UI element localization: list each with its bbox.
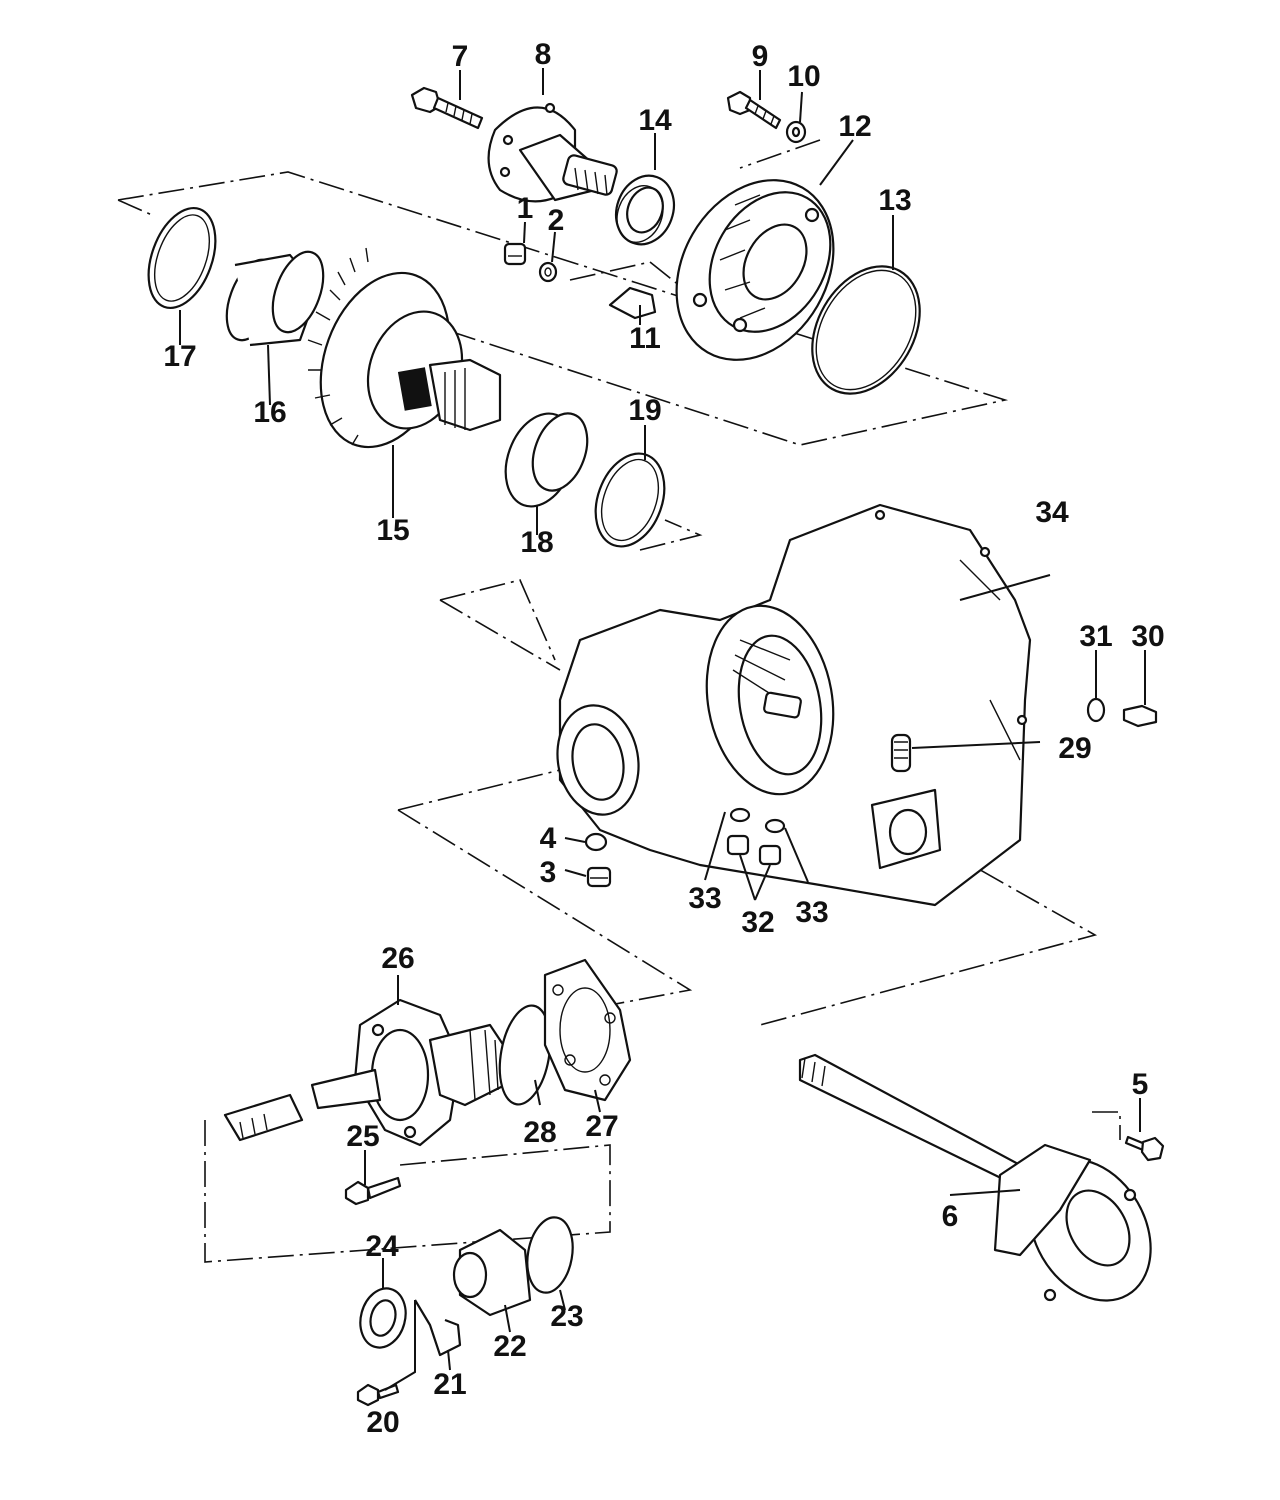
label-8: 8 xyxy=(535,38,552,71)
label-14: 14 xyxy=(638,104,672,137)
part-gasket-27 xyxy=(543,958,632,1102)
label-20: 20 xyxy=(366,1406,399,1439)
part-bracket-11 xyxy=(608,286,657,320)
label-25: 25 xyxy=(346,1120,379,1153)
label-34: 34 xyxy=(1035,496,1069,529)
label-28: 28 xyxy=(523,1116,556,1149)
label-11: 11 xyxy=(629,322,661,355)
part-bolt-5 xyxy=(1124,1135,1165,1162)
label-32: 32 xyxy=(741,906,774,939)
label-16: 16 xyxy=(253,396,286,429)
label-3: 3 xyxy=(540,856,557,889)
label-24: 24 xyxy=(365,1230,399,1263)
part-ring-gear-15 xyxy=(307,247,502,449)
label-10: 10 xyxy=(787,60,820,93)
label-30: 30 xyxy=(1131,620,1164,653)
part-breather-29 xyxy=(890,733,912,773)
label-12: 12 xyxy=(838,110,871,143)
part-plug-3 xyxy=(586,866,612,888)
part-bearing-cup-18 xyxy=(504,412,589,508)
label-2: 2 xyxy=(548,204,565,237)
part-housing-34 xyxy=(556,503,1032,907)
part-washer-4 xyxy=(584,832,608,852)
part-washer-33b xyxy=(764,818,786,834)
label-23: 23 xyxy=(550,1300,583,1333)
label-26: 26 xyxy=(381,942,414,975)
part-washer-33a xyxy=(729,807,751,823)
part-oring-28 xyxy=(498,1004,552,1106)
part-bracket-21 xyxy=(414,1299,462,1357)
label-7: 7 xyxy=(452,40,469,73)
label-33b: 33 xyxy=(795,896,828,929)
label-33a: 33 xyxy=(688,882,721,915)
part-cover-12 xyxy=(675,179,835,361)
part-bolt-7 xyxy=(410,86,484,130)
part-bolt-25 xyxy=(344,1176,402,1206)
label-9: 9 xyxy=(752,40,769,73)
label-4: 4 xyxy=(540,822,557,855)
label-27: 27 xyxy=(585,1110,618,1143)
part-plug-30 xyxy=(1122,704,1158,728)
label-21: 21 xyxy=(433,1368,466,1401)
part-housing-22 xyxy=(452,1228,532,1317)
part-bearing-race-16 xyxy=(225,250,325,347)
label-6: 6 xyxy=(942,1200,959,1233)
part-bolt-20 xyxy=(356,1383,400,1407)
label-19: 19 xyxy=(628,394,661,427)
label-18: 18 xyxy=(520,526,553,559)
label-13: 13 xyxy=(878,184,911,217)
part-shim-17 xyxy=(147,206,217,310)
part-bolt-9 xyxy=(726,90,782,130)
label-5: 5 xyxy=(1132,1068,1149,1101)
part-washer-31 xyxy=(1086,697,1106,723)
part-labels: 7 8 9 10 12 13 14 1 2 11 17 16 15 18 19 … xyxy=(163,38,1164,1439)
part-flange-8 xyxy=(487,102,618,203)
part-washer-2 xyxy=(538,261,558,283)
part-washer-10 xyxy=(785,120,807,144)
part-seal-24 xyxy=(359,1287,407,1349)
label-29: 29 xyxy=(1058,732,1091,765)
label-22: 22 xyxy=(493,1330,526,1363)
part-shim-19 xyxy=(594,452,666,548)
part-plug-32b xyxy=(758,844,782,866)
part-shaft-6 xyxy=(798,1053,1152,1302)
part-plug-1 xyxy=(503,242,527,266)
part-flange-26 xyxy=(223,998,512,1147)
label-17: 17 xyxy=(163,340,196,373)
label-1: 1 xyxy=(517,192,534,225)
part-seal-14 xyxy=(614,174,676,246)
part-oring-23 xyxy=(526,1216,574,1294)
leader-lines xyxy=(179,68,1146,1391)
label-15: 15 xyxy=(376,514,409,547)
part-oring-13 xyxy=(811,265,921,395)
part-plug-32a xyxy=(726,834,750,856)
label-31: 31 xyxy=(1079,620,1112,653)
